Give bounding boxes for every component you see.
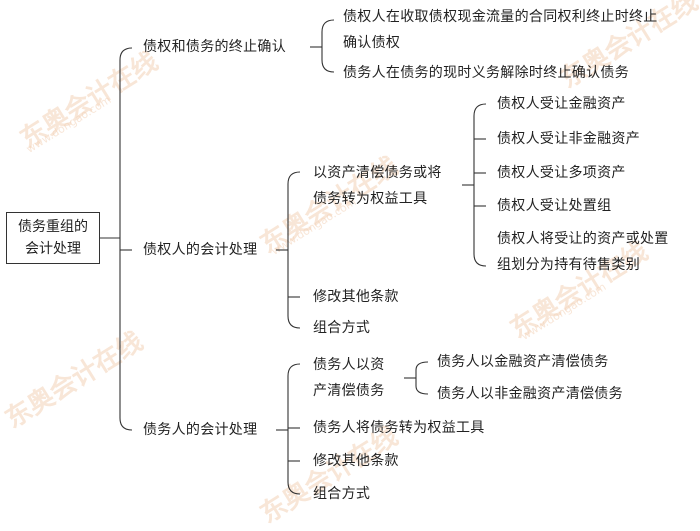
sub-creditor-combination: 组合方式	[313, 320, 371, 336]
sub-debtor-modify-terms: 修改其他条款	[313, 453, 399, 469]
sub-debtor-equity-conversion: 债务人将债务转为权益工具	[313, 420, 485, 436]
branch-debtor-accounting: 债务人的会计处理	[143, 422, 258, 438]
connector	[473, 103, 487, 267]
leaf-debtor-financial-asset: 债务人以金融资产清偿债务	[437, 354, 609, 370]
leaf-creditor-termination: 债权人在收取债权现金流量的合同权利终止时终止 确认债权	[343, 4, 658, 56]
root-line1: 债务重组的	[18, 219, 88, 235]
connector	[119, 47, 133, 431]
leaf-line: 债权人在收取债权现金流量的合同权利终止时终止	[343, 9, 658, 25]
sub-line: 产清偿债务	[313, 383, 385, 399]
sub-creditor-modify-terms: 修改其他条款	[313, 289, 399, 305]
leaf-creditor-held-for-sale: 债权人将受让的资产或处置 组划分为持有待售类别	[497, 226, 669, 278]
sub-line: 债务人以资	[313, 357, 385, 373]
connector	[287, 363, 301, 495]
connector	[321, 19, 335, 73]
connector	[415, 361, 429, 395]
leaf-creditor-financial-asset: 债权人受让金融资产	[497, 96, 626, 112]
leaf-line: 债权人将受让的资产或处置	[497, 231, 669, 247]
sub-creditor-asset-settlement: 以资产清偿债务或将 债务转为权益工具	[313, 160, 442, 212]
branch-termination-recognition: 债权和债务的终止确认	[143, 39, 286, 55]
leaf-debtor-termination: 债务人在债务的现时义务解除时终止确认债务	[343, 65, 629, 81]
leaf-debtor-nonfinancial-asset: 债务人以非金融资产清偿债务	[437, 386, 623, 402]
leaf-line: 组划分为持有待售类别	[497, 257, 640, 273]
connector	[287, 171, 301, 329]
leaf-creditor-multiple-assets: 债权人受让多项资产	[497, 165, 626, 181]
leaf-creditor-disposal-group: 债权人受让处置组	[497, 198, 612, 214]
root-node: 债务重组的 会计处理	[6, 212, 100, 264]
sub-debtor-combination: 组合方式	[313, 486, 371, 502]
sub-debtor-asset-settlement: 债务人以资 产清偿债务	[313, 352, 385, 404]
leaf-line: 确认债权	[343, 35, 401, 51]
branch-creditor-accounting: 债权人的会计处理	[143, 242, 258, 258]
sub-line: 债务转为权益工具	[313, 191, 428, 207]
sub-line: 以资产清偿债务或将	[313, 165, 442, 181]
connector-lines	[100, 19, 487, 495]
leaf-creditor-nonfinancial-asset: 债权人受让非金融资产	[497, 131, 640, 147]
root-line2: 会计处理	[25, 241, 81, 257]
